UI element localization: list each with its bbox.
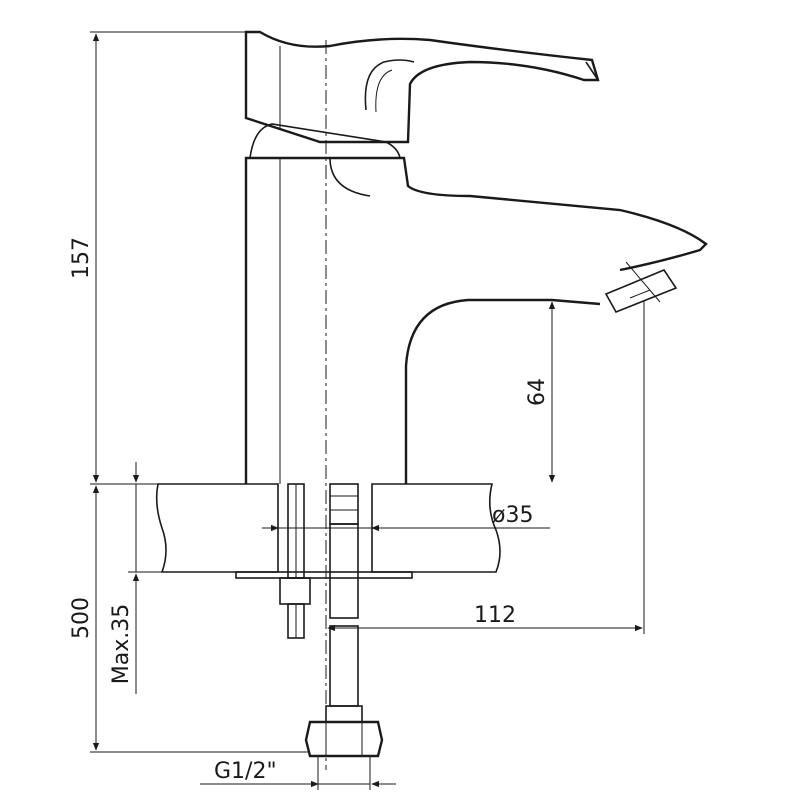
- dim-thread-label: G1/2": [214, 759, 277, 784]
- hose-top-fitting: [329, 483, 359, 525]
- countertop-left-block: [155, 483, 279, 573]
- dimension-pipe-length: 500: [69, 485, 310, 753]
- hose-ferrule: [325, 705, 363, 723]
- dim-pipe-length-label: 500: [69, 597, 94, 639]
- handle-lever-inner: [364, 59, 415, 111]
- faucet-body: [244, 123, 708, 484]
- mounting-washer: [235, 571, 413, 579]
- aerator-center-line: [625, 261, 661, 303]
- cartridge-dome: [249, 123, 401, 159]
- dim-counter-thickness-label: Max.35: [109, 604, 134, 684]
- aerator-detail: [629, 289, 651, 299]
- hose-mesh-lower: [329, 625, 359, 707]
- stud-nut: [279, 577, 311, 605]
- aerator: [604, 269, 678, 314]
- spout-underside: [404, 298, 601, 484]
- countertop-right-block: [371, 483, 501, 573]
- countertop-section: [155, 483, 501, 579]
- dimension-total-height: 157: [69, 31, 246, 485]
- handle-lever-inner-2: [375, 69, 393, 113]
- dimension-hole-diameter: ø35: [262, 503, 550, 532]
- faucet-column: [244, 156, 708, 484]
- dimension-thread: G1/2": [200, 756, 396, 790]
- dimension-spout-height: 64: [525, 301, 556, 483]
- handle-body: [244, 30, 600, 144]
- spout-base-curve: [329, 157, 371, 197]
- dim-spout-reach-label: 112: [474, 603, 516, 628]
- dimension-spout-reach: 112: [327, 300, 645, 634]
- hex-nut: [304, 720, 384, 758]
- dim-hole-diameter-label: ø35: [492, 503, 533, 528]
- dim-spout-height-label: 64: [525, 378, 550, 406]
- dim-total-height-label: 157: [69, 237, 94, 279]
- handle-tip: [585, 61, 599, 81]
- flexible-hose: [304, 483, 384, 758]
- hose-mesh-upper: [329, 523, 359, 619]
- dimension-counter-thickness: Max.35: [109, 462, 236, 694]
- mounting-stud: [279, 483, 311, 639]
- lever-handle: [244, 30, 600, 144]
